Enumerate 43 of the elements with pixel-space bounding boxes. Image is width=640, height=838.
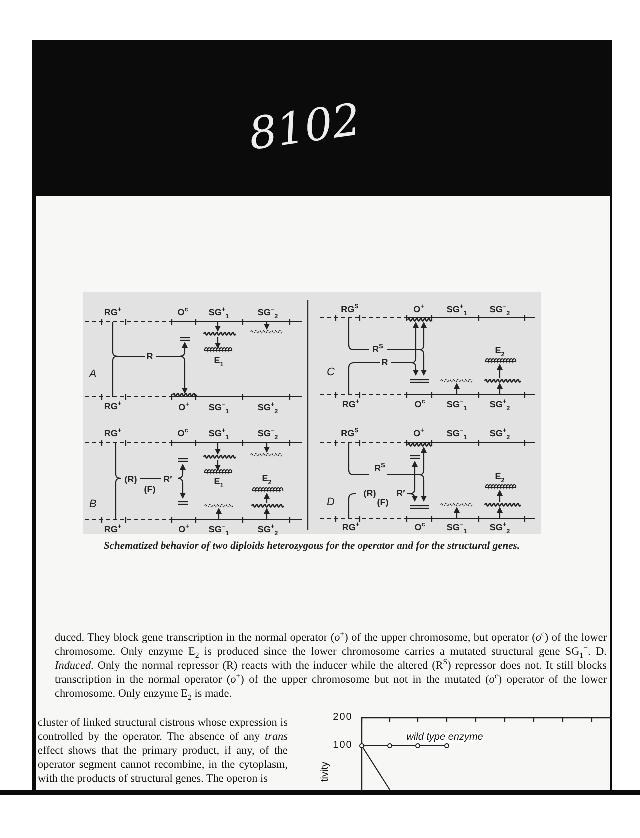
gene-label: R′ <box>162 476 174 484</box>
handwritten-number: 8102 <box>246 98 364 158</box>
gene-label: R′ <box>396 490 406 498</box>
gene-label: RG$^{+}$ <box>341 400 361 410</box>
gene-label: RG$^{+}$ <box>103 402 123 412</box>
gene-label: O$^{+}$ <box>412 306 426 314</box>
gene-label: E$_{2}$ <box>261 474 273 484</box>
gene-label: RG$^{+}$ <box>103 430 123 438</box>
panel-letter: D <box>327 498 335 508</box>
gene-label: O$^{+}$ <box>412 430 426 438</box>
gene-label: RG$^{S}$ <box>340 430 360 438</box>
gene-label: E$_{1}$ <box>213 478 225 486</box>
gene-label: RG$^{+}$ <box>341 524 361 532</box>
gene-label: RG$^{+}$ <box>103 308 123 318</box>
gene-label: (R) <box>362 490 378 498</box>
gene-label: R <box>146 352 154 362</box>
body-text-paragraph: cluster of linked structural cistrons whose expression is controlled by the operator. The absence of any trans effect shows that the primary product, if any, of the operator segment cannot recombine, in the cytoplasm, with the products of structural genes. The operon is <box>38 716 288 786</box>
gene-label: E$_{1}$ <box>213 356 225 366</box>
gene-label: (F) <box>143 486 157 494</box>
gene-label: O$^{+}$ <box>178 404 190 412</box>
panel-letter: C <box>327 368 335 378</box>
figure-caption: Schematized behavior of two diploids heterozygous for the operator and for the structural genes. <box>104 542 520 552</box>
gene-label: O$^{+}$ <box>178 526 190 534</box>
gene-label: O$^{c}$ <box>176 308 190 318</box>
gene-label: O$^{c}$ <box>414 400 426 410</box>
gene-label: O$^{c}$ <box>414 524 426 532</box>
gene-label: (R) <box>124 476 138 484</box>
gene-label: O$^{c}$ <box>176 430 190 438</box>
axis-tick-label: 100 <box>333 741 353 751</box>
axis-tick-label: 200 <box>333 713 353 723</box>
panel-letter: B <box>89 500 97 510</box>
gene-label: R$^{S}$ <box>374 464 386 474</box>
axis-title: tivity <box>321 762 331 782</box>
panel-letter: A <box>89 370 97 380</box>
gene-label: E$_{2}$ <box>494 346 506 356</box>
series-annotation: wild type enzyme <box>406 733 484 743</box>
gene-label: RG$^{+}$ <box>103 526 123 534</box>
gene-label: R$^{S}$ <box>372 346 384 354</box>
figure-legend-paragraph: duced. They block gene transcription in the normal operator (o$^{+}$) of the upper chromosome, but operator (o$^{c}$) of the lower chromosome. Only enzyme E$_{2}$ is produced since the lower chromosome carries a mutated structural gene SG$_{1}$$^{−}$. D. Induced. Only the normal repressor (R) reacts with the inducer while the altered (R$^{S}$) repressor does not. It still blocks transcription in the normal operator (o$^{+}$) of the upper chromosome but not in the mutated (o$^{c}$) operator of the lower chromosome. Only enzyme E$_{2}$ is made. <box>55 631 607 701</box>
gene-label: E$_{2}$ <box>494 472 506 482</box>
gene-label: RG$^{S}$ <box>340 306 360 314</box>
gene-label: R <box>380 358 390 368</box>
gene-label: (F) <box>376 498 390 508</box>
